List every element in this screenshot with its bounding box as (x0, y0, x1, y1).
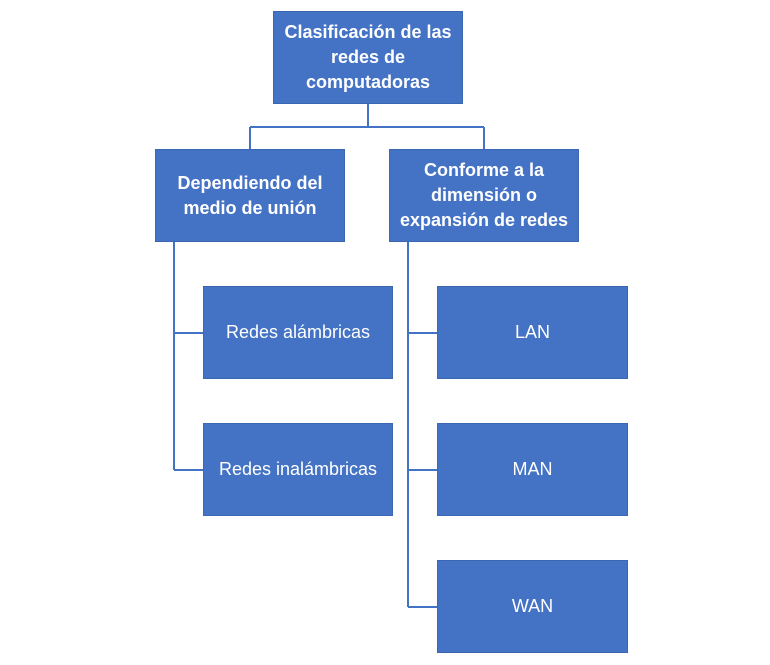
root-label: Clasificación de las redes de computador… (284, 22, 452, 92)
leaf-label-redes-alambricas: Redes alámbricas (225, 322, 371, 342)
branch-node-dimension: Conforme a la dimensión o expansión de r… (389, 149, 579, 242)
leaf-node-wan: WAN (437, 560, 628, 653)
leaf-node-redes-inalambricas: Redes inalámbricas (203, 423, 393, 516)
branch-label-dimension: Conforme a la dimensión o expansión de r… (399, 160, 569, 230)
branch-node-medio-de-union: Dependiendo del medio de unión (155, 149, 345, 242)
leaf-label-man: MAN (512, 459, 553, 479)
leaf-node-lan: LAN (437, 286, 628, 379)
leaf-label-wan: WAN (511, 596, 554, 616)
leaf-node-man: MAN (437, 423, 628, 516)
leaf-label-redes-inalambricas: Redes inalámbricas (218, 459, 378, 479)
leaf-label-lan: LAN (514, 322, 550, 342)
branch-label-medio-de-union: Dependiendo del medio de unión (177, 172, 323, 218)
leaf-node-redes-alambricas: Redes alámbricas (203, 286, 393, 379)
root-node: Clasificación de las redes de computador… (273, 11, 463, 104)
